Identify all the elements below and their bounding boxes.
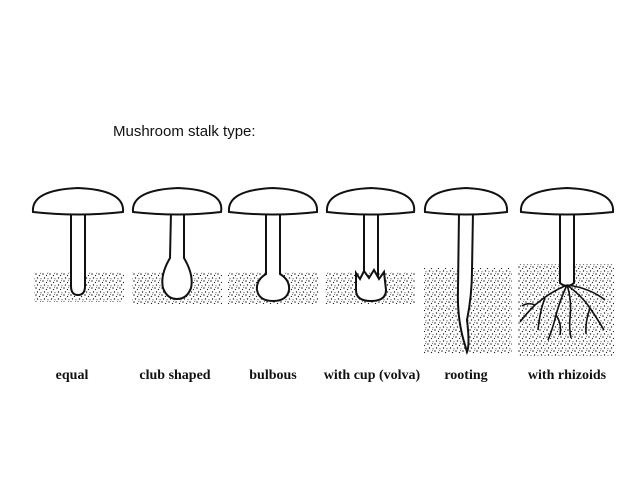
stalk bbox=[559, 212, 575, 287]
stalk bbox=[255, 212, 291, 303]
cap bbox=[31, 186, 125, 216]
volva-cup bbox=[355, 268, 388, 303]
label-bulbous: bulbous bbox=[249, 368, 297, 383]
stalk bbox=[70, 212, 86, 297]
stalk bbox=[161, 211, 193, 301]
mushroom-bulbous bbox=[227, 186, 319, 304]
rhizoids bbox=[519, 284, 606, 341]
cap bbox=[519, 186, 615, 216]
label-with-cup: with cup (volva) bbox=[323, 368, 421, 383]
diagram-title: Mushroom stalk type: bbox=[113, 123, 256, 140]
label-with-rhizoids: with rhizoids bbox=[527, 368, 607, 383]
mushroom-with-rhizoids bbox=[518, 186, 615, 356]
label-equal: equal bbox=[55, 368, 89, 383]
mushroom-rooting bbox=[423, 186, 512, 355]
mushroom-equal bbox=[31, 186, 125, 302]
label-club-shaped: club shaped bbox=[139, 368, 211, 383]
cap bbox=[227, 186, 319, 216]
label-rooting: rooting bbox=[444, 368, 488, 383]
cap bbox=[131, 186, 223, 216]
stalk-root bbox=[456, 211, 474, 355]
cap bbox=[423, 186, 509, 216]
mushroom-with-cup bbox=[325, 186, 416, 304]
cap bbox=[325, 186, 416, 216]
mushroom-club-shaped bbox=[131, 186, 223, 304]
